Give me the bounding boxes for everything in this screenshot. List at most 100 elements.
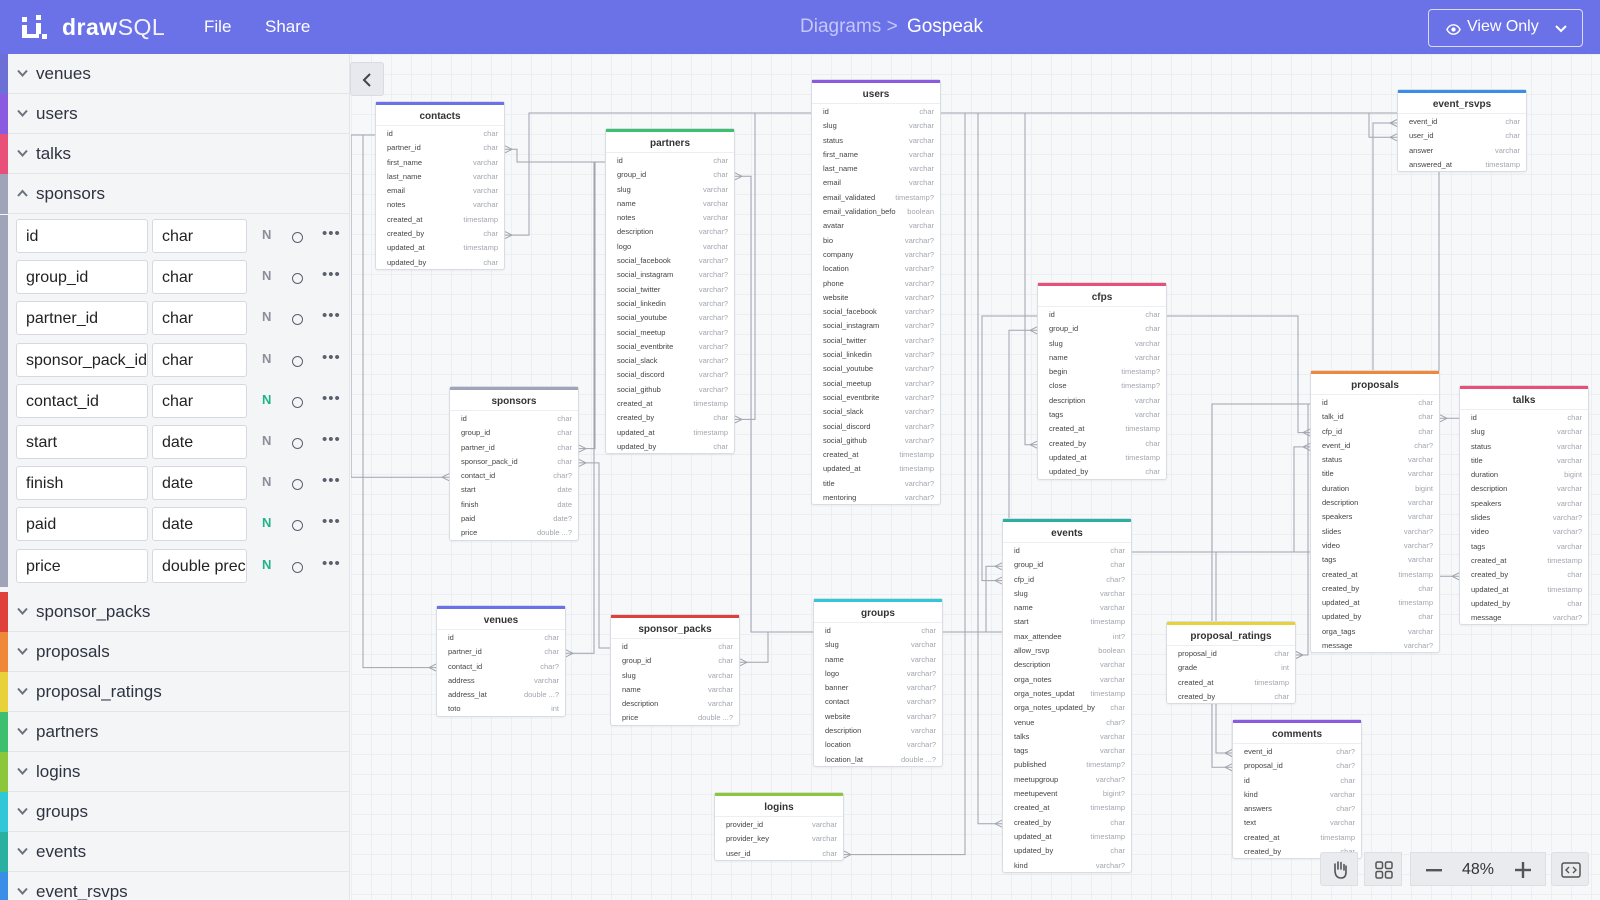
nullable-toggle[interactable]: N [262,309,272,325]
field-type-input[interactable]: char [152,342,247,377]
sidebar-table-talks[interactable]: talks [0,134,349,174]
sidebar-table-proposal-ratings[interactable]: proposal_ratings [0,672,349,712]
more-options-icon[interactable]: ••• [322,225,341,242]
field-type-input[interactable]: char [152,260,247,295]
sidebar-table-users[interactable]: users [0,94,349,134]
app-logo[interactable]: drawSQL [62,14,166,40]
view-mode-dropdown[interactable]: View Only [1428,9,1583,47]
more-options-icon[interactable]: ••• [322,266,341,284]
field-type-input[interactable]: date [152,425,247,459]
breadcrumb-parent[interactable]: Diagrams > [800,16,898,37]
field-name-input[interactable]: partner_id [16,301,148,336]
sidebar-table-proposals[interactable]: proposals [0,632,349,672]
zoom-out-button[interactable] [1410,852,1455,886]
circle-icon[interactable] [292,438,303,449]
more-options-icon[interactable]: ••• [322,554,341,572]
pan-tool-button[interactable] [1320,852,1358,886]
menu-share[interactable]: Share [265,17,311,36]
menu-file[interactable]: File [204,17,232,36]
nullable-toggle[interactable]: N [262,433,272,448]
field-name-input[interactable]: id [16,219,148,253]
nullable-toggle[interactable]: N [262,227,272,242]
circle-icon[interactable] [292,520,303,532]
sidebar-table-event-rsvps[interactable]: event_rsvps [0,872,349,900]
